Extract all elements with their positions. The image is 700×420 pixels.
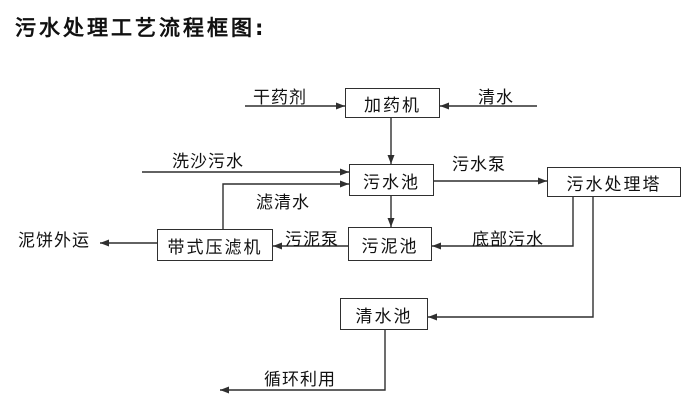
label-sewage-pump: 污水泵 [452,155,506,175]
label-recycling-use: 循环利用 [264,370,336,390]
node-dosing-machine-label: 加药机 [364,95,421,116]
connector-belt-filter-press-to-sewage-pool [222,180,349,229]
label-bottom-sewage: 底部污水 [472,230,544,250]
node-sewage-treatment-tower-label: 污水处理塔 [566,174,662,195]
label-mud-cake-outbound: 泥饼外运 [18,231,90,251]
label-sludge-pump: 污泥泵 [285,230,339,250]
connector-clean-water-pool-to-recycling-use [220,330,386,394]
node-sludge-pool: 污泥池 [348,227,432,261]
node-dosing-machine: 加药机 [345,88,440,118]
node-clean-water-pool: 清水池 [340,298,428,330]
page-title: 污水处理工艺流程框图: [15,16,267,40]
node-sludge-pool-label: 污泥池 [361,236,419,257]
node-belt-filter-press: 带式压滤机 [157,229,273,261]
label-clean-water: 清水 [478,88,514,108]
node-belt-filter-press-label: 带式压滤机 [167,237,263,258]
node-sewage-pool-label: 污水池 [363,172,420,193]
connector-treatment-tower-to-clean-water-pool [428,197,594,321]
node-sewage-pool: 污水池 [349,164,434,196]
node-sewage-treatment-tower: 污水处理塔 [547,167,681,197]
node-clean-water-pool-label: 清水池 [355,306,413,327]
label-dry-chemical: 干药剂 [253,88,307,108]
connector-treatment-tower-to-sludge-pool [432,197,574,250]
label-filtered-clean-water: 滤清水 [256,193,310,213]
label-sand-washing-sewage: 洗沙污水 [172,152,244,172]
